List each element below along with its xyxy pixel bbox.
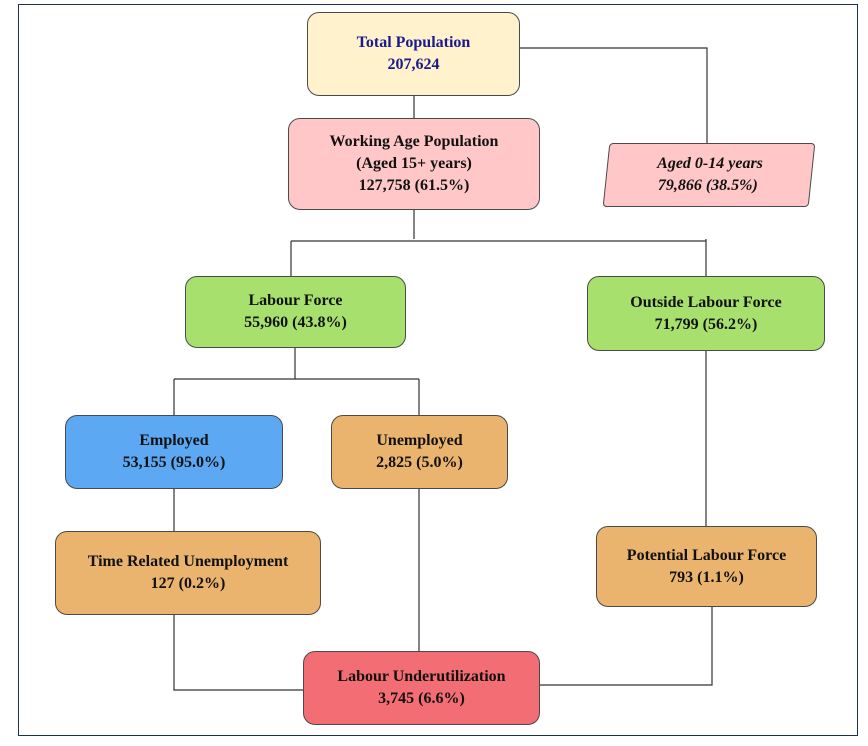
node-aged-0-14: Aged 0-14 years 79,866 (38.5%) — [602, 143, 816, 207]
node-label: Labour Force — [248, 292, 343, 309]
diagram-frame — [18, 4, 858, 736]
connector-time-under — [173, 615, 303, 691]
node-unemployed: Unemployed 2,825 (5.0%) — [331, 415, 508, 489]
connector-labour-split — [173, 348, 420, 415]
node-value: 3,745 (6.6%) — [378, 690, 465, 707]
node-value: 793 (1.1%) — [669, 568, 744, 586]
node-labour-underutilization: Labour Underutilization 3,745 (6.6%) — [303, 651, 540, 725]
node-total-population: Total Population 207,624 — [307, 12, 520, 96]
node-working-age-population: Working Age Population (Aged 15+ years) … — [288, 118, 540, 210]
node-label: Aged 0-14 years — [657, 155, 764, 172]
node-value: 79,866 (38.5%) — [657, 177, 758, 194]
node-value: 127,758 (61.5%) — [358, 177, 470, 194]
node-label: Potential Labour Force — [626, 546, 787, 564]
node-label: Outside Labour Force — [630, 293, 782, 311]
node-label: Labour Underutilization — [337, 668, 506, 685]
node-label: Time Related Unemployment — [87, 553, 289, 570]
node-time-related-unemployment: Time Related Unemployment 127 (0.2%) — [55, 531, 321, 615]
connector-total-aged — [520, 47, 708, 143]
node-label: Working Age Population — [329, 133, 499, 150]
node-sublabel: (Aged 15+ years) — [356, 155, 472, 172]
node-value: 71,799 (56.2%) — [654, 315, 758, 333]
node-outside-labour-force: Outside Labour Force 71,799 (56.2%) — [587, 276, 825, 351]
node-potential-labour-force: Potential Labour Force 793 (1.1%) — [596, 526, 817, 607]
node-value: 127 (0.2%) — [150, 575, 226, 592]
connector-potential-under — [540, 607, 713, 686]
node-label: Employed — [139, 432, 209, 449]
node-value: 2,825 (5.0%) — [376, 454, 463, 471]
connector-working-split — [290, 210, 707, 276]
node-employed: Employed 53,155 (95.0%) — [65, 415, 283, 489]
node-label: Total Population — [356, 34, 471, 51]
node-value: 53,155 (95.0%) — [122, 454, 226, 471]
node-value: 207,624 — [387, 56, 440, 73]
node-labour-force: Labour Force 55,960 (43.8%) — [185, 276, 406, 348]
node-value: 55,960 (43.8%) — [244, 314, 347, 331]
node-label: Unemployed — [376, 432, 463, 449]
